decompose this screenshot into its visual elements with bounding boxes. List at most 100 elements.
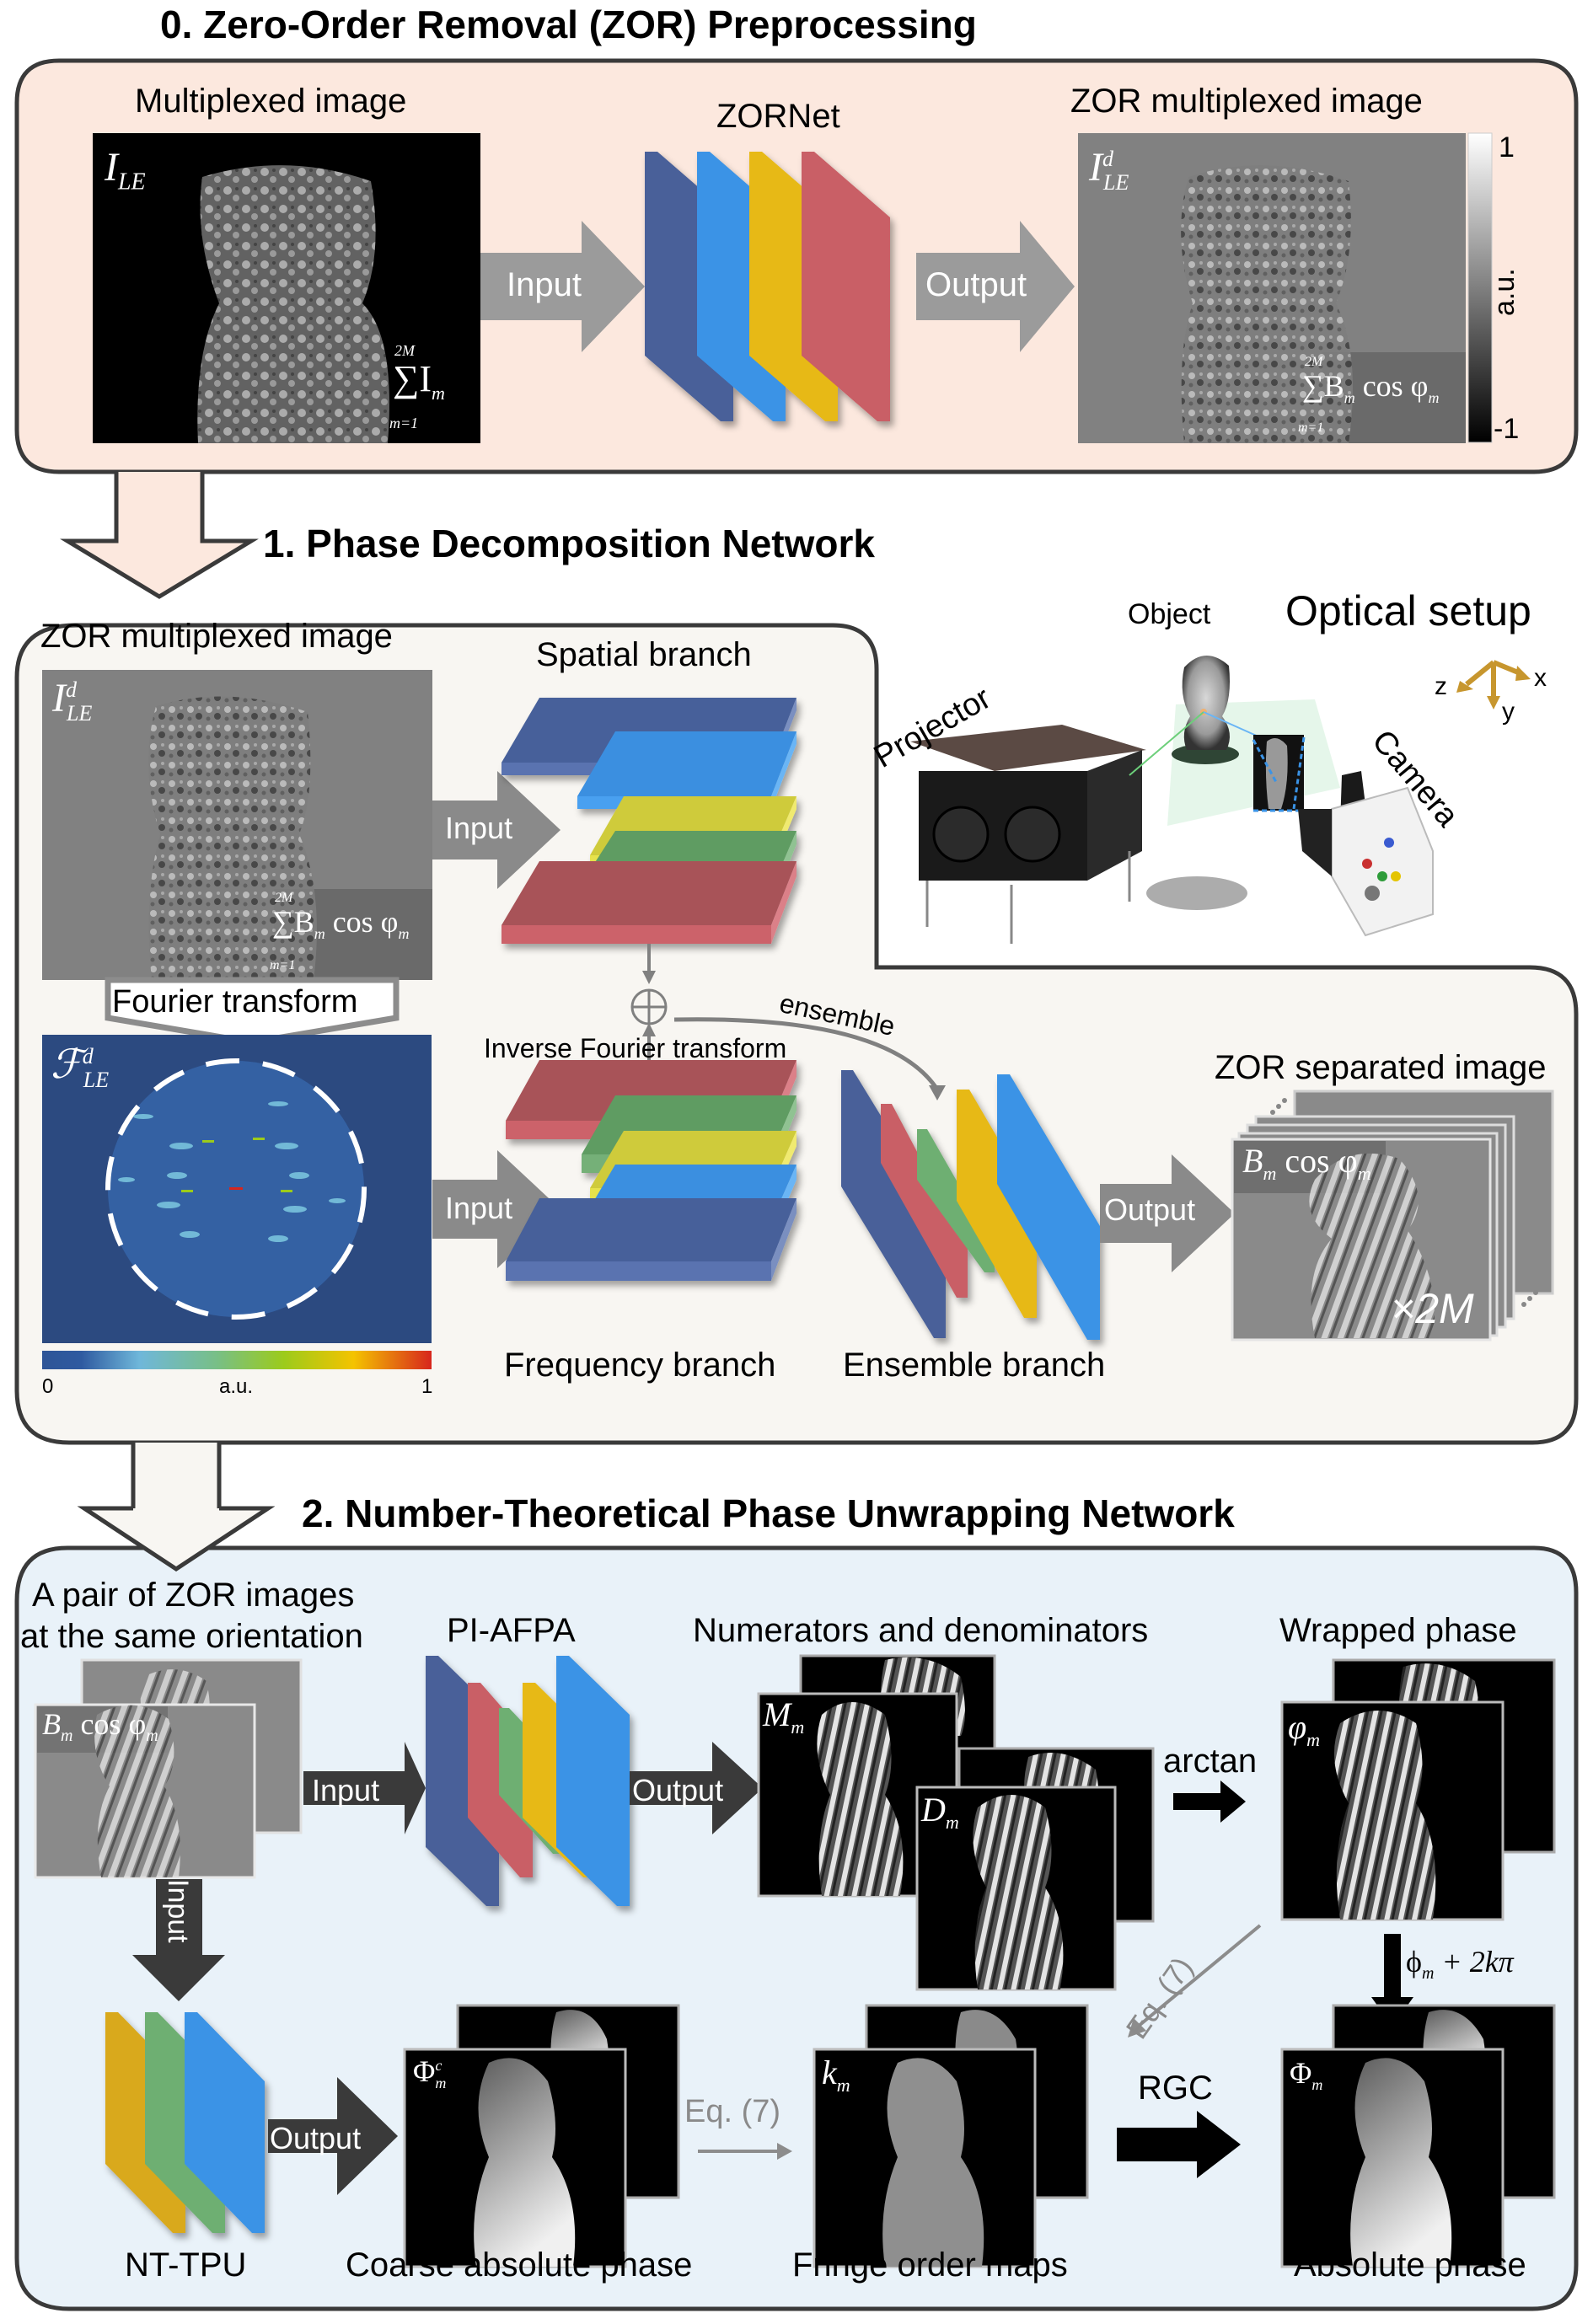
output-arrow-s2-label: Output (632, 1773, 724, 1807)
symbol-sup: c (435, 2057, 442, 2074)
zor-symbol-s0: IdLE (1089, 147, 1129, 194)
numden-label: Numerators and denominators (693, 1612, 1149, 1649)
zor-sum-bottom-s0: m=1 (1298, 420, 1324, 435)
output-arrow-s1-label: Output (1104, 1192, 1196, 1227)
zor-sum-s1: ∑Bm cos φm (272, 907, 409, 941)
output-arrow-s1 (1100, 1154, 1235, 1272)
separated-count: ×2M (1391, 1285, 1474, 1332)
formula-b: B (1242, 1142, 1263, 1180)
input-arrow-spatial (432, 771, 560, 889)
unwrap-down-arrow (1371, 1934, 1413, 2027)
coarse-phase-images (403, 2004, 680, 2268)
spatial-branch-label: Spatial branch (536, 636, 752, 673)
input-arrow-spatial-label: Input (445, 811, 513, 845)
arctan-label: arctan (1163, 1743, 1258, 1780)
multiplexed-sum-top: 2M (394, 342, 415, 359)
frequency-branch-layers (506, 1060, 796, 1281)
absolute-symbol: Φm (1290, 2058, 1322, 2092)
ensemble-branch-layers (841, 1070, 1100, 1340)
projector-device (910, 725, 1146, 944)
fringe-order-images (813, 2004, 1089, 2268)
symbol-sup: d (65, 677, 77, 702)
sum-cos-sub: m (1428, 389, 1440, 407)
nttpu-output-arrow (268, 2077, 398, 2195)
num-symbol: Mm (763, 1698, 804, 1737)
wrapped-phase-images (1280, 1658, 1556, 1921)
jet-colorbar (42, 1351, 432, 1369)
jet-colorbar-min: 0 (42, 1375, 54, 1398)
symbol-base: ℱ (51, 1042, 83, 1087)
symbol-base: Φ (413, 2054, 436, 2088)
symbol-base: I (52, 676, 66, 720)
symbol-base: I (1089, 145, 1102, 190)
unwrap-formula: ϕm + 2kπ (1406, 1946, 1514, 1982)
colorbar-unit: a.u. (1488, 268, 1521, 316)
sum-body: ∑I (393, 358, 432, 399)
section0-title: 0. Zero-Order Removal (ZOR) Preprocessin… (160, 3, 977, 46)
sum-cos: cos φ (332, 905, 399, 939)
symbol-base: k (822, 2054, 837, 2091)
separated-formula: Bm cos φm (1242, 1144, 1371, 1183)
pair-formula: Bm cos φm (42, 1709, 158, 1744)
ensemble-curve-arrow (673, 1017, 938, 1089)
frequency-branch-label: Frequency branch (504, 1347, 776, 1384)
zor-sum-bottom-s1: m=1 (270, 958, 296, 972)
optical-setup-illustration (881, 628, 1572, 965)
formula-b: B (42, 1707, 61, 1741)
zor-separated-stack (1231, 1090, 1554, 1341)
formula-cos-sub: m (1357, 1163, 1371, 1184)
piafpa-layers (426, 1656, 630, 1906)
sum-body: ∑B (272, 905, 314, 939)
symbol-base: I (105, 145, 118, 190)
symbol-base: D (921, 1791, 946, 1829)
axis-y-label: y (1502, 698, 1515, 726)
coarse-phase-label: Coarse absolute phase (346, 2246, 693, 2284)
eq7-horizontal-label: Eq. (7) (684, 2094, 781, 2129)
symbol-sub: m (435, 2075, 447, 2092)
symbol-sub: m (1311, 2076, 1323, 2094)
zor-symbol-s1: IdLE (52, 678, 92, 725)
zor-image-pair (34, 1658, 303, 1879)
rgc-label: RGC (1138, 2070, 1213, 2107)
axis-indicator-icon (1456, 660, 1531, 710)
zornet-label: ZORNet (716, 98, 840, 135)
sum-body: ∑B (1302, 369, 1344, 403)
symbol-base: M (763, 1695, 791, 1733)
symbol-sub: m (945, 1812, 959, 1833)
zor-sum-s0: ∑Bm cos φm (1302, 371, 1439, 405)
formula-cos-sub: m (146, 1727, 158, 1746)
nttpu-output-label: Output (270, 2121, 362, 2155)
spatial-branch-layers (502, 698, 796, 944)
zornet-layers (645, 152, 890, 421)
ensemble-branch-label: Ensemble branch (843, 1347, 1106, 1384)
jet-colorbar-unit: a.u. (219, 1375, 254, 1398)
multiplexed-image-label: Multiplexed image (135, 83, 407, 120)
axis-z-label: z (1435, 672, 1447, 700)
sum-cos-sub: m (398, 925, 410, 943)
symbol-sub: LE (1102, 169, 1129, 195)
output-arrow-s0-label: Output (925, 266, 1027, 303)
flow-arrow-0-to-1 (60, 472, 259, 599)
input-arrow-frequency-label: Input (445, 1191, 513, 1225)
colorbar-min: -1 (1494, 413, 1520, 445)
symbol-sub: LE (66, 700, 93, 726)
object-label: Object (1128, 598, 1211, 630)
den-symbol: Dm (921, 1793, 959, 1832)
spectrum-symbol: ℱdLE (51, 1045, 109, 1091)
formula-b-sub: m (61, 1727, 73, 1746)
coarse-symbol: Φcm (413, 2056, 446, 2091)
sum-sub: m (314, 925, 325, 943)
sum-sub: m (1344, 389, 1355, 407)
formula-sub: m (1421, 1964, 1435, 1984)
fourier-transform-arrow (105, 977, 400, 1046)
zor-separated-label: ZOR separated image (1215, 1049, 1547, 1086)
pair-label-line2: at the same orientation (20, 1618, 363, 1655)
section2-title: 2. Number-Theoretical Phase Unwrapping N… (302, 1491, 1235, 1535)
output-arrow-s2 (630, 1742, 763, 1834)
rgc-arrow (1117, 2111, 1241, 2178)
formula-cos: cos φ (1285, 1142, 1358, 1180)
multiplexed-symbol: ILE (105, 147, 146, 195)
sum-sub: m (432, 382, 445, 404)
